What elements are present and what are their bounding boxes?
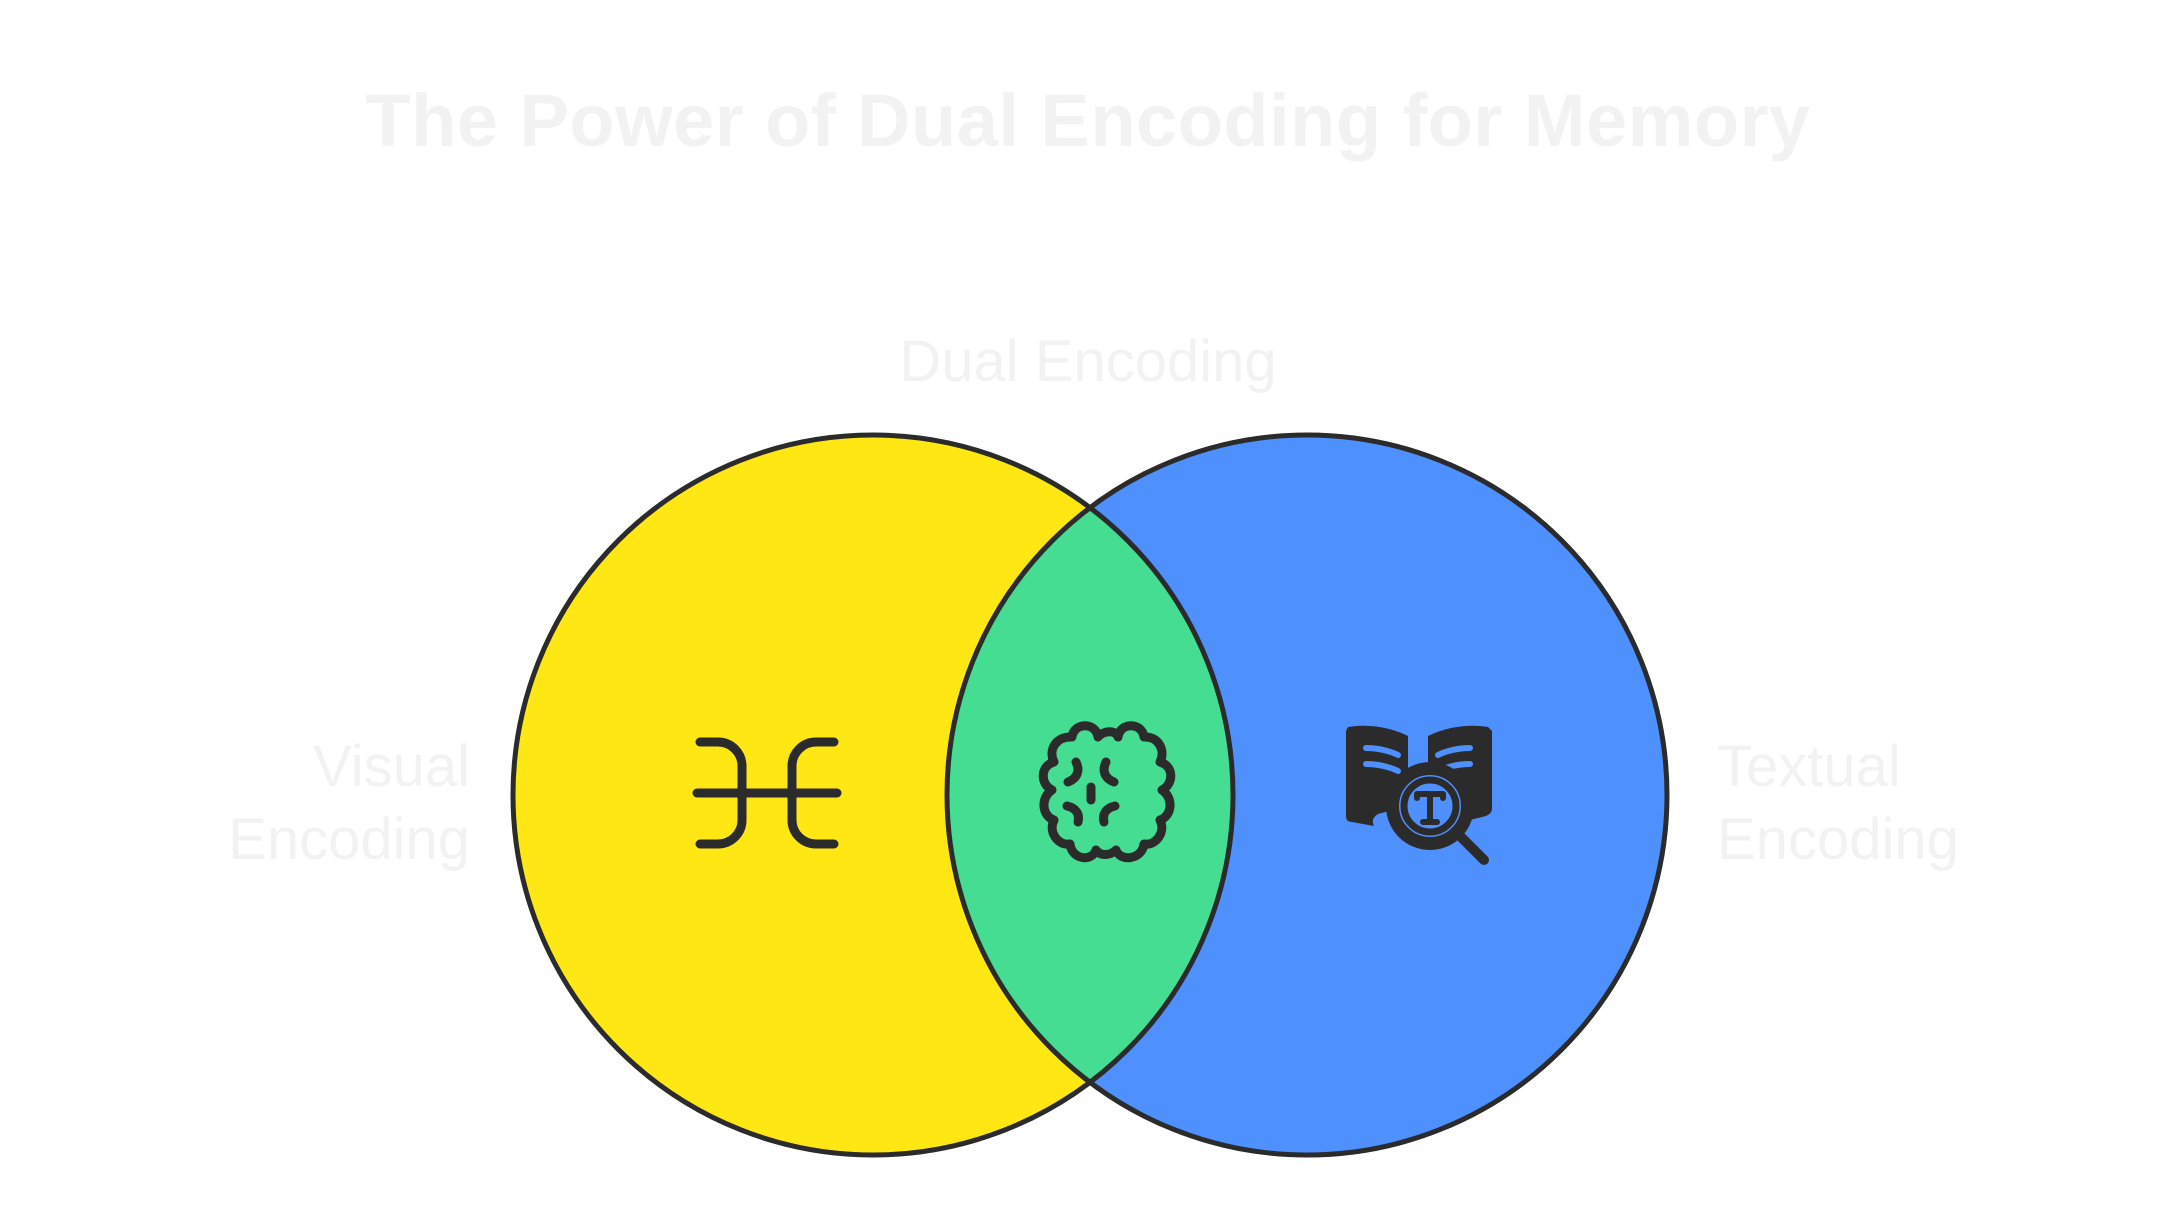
command-key-icon — [692, 737, 842, 849]
diagram-title: The Power of Dual Encoding for Memory — [365, 79, 1811, 162]
brain-icon — [1038, 721, 1176, 863]
textual-circle-outline — [944, 432, 1670, 1158]
left-label-line2: Encoding — [228, 807, 470, 872]
right-circle-label: Textual Encoding — [1717, 730, 2077, 876]
right-label-line1: Textual — [1717, 734, 1901, 799]
visual-circle-outline — [510, 432, 1236, 1158]
dual-encoding-overlap — [947, 435, 1233, 1155]
left-label-line1: Visual — [313, 734, 470, 799]
right-label-line2: Encoding — [1717, 807, 1959, 872]
book-text-search-icon — [1346, 725, 1492, 865]
overlap-label: Dual Encoding — [899, 329, 1277, 394]
left-circle-label: Visual Encoding — [150, 730, 470, 876]
